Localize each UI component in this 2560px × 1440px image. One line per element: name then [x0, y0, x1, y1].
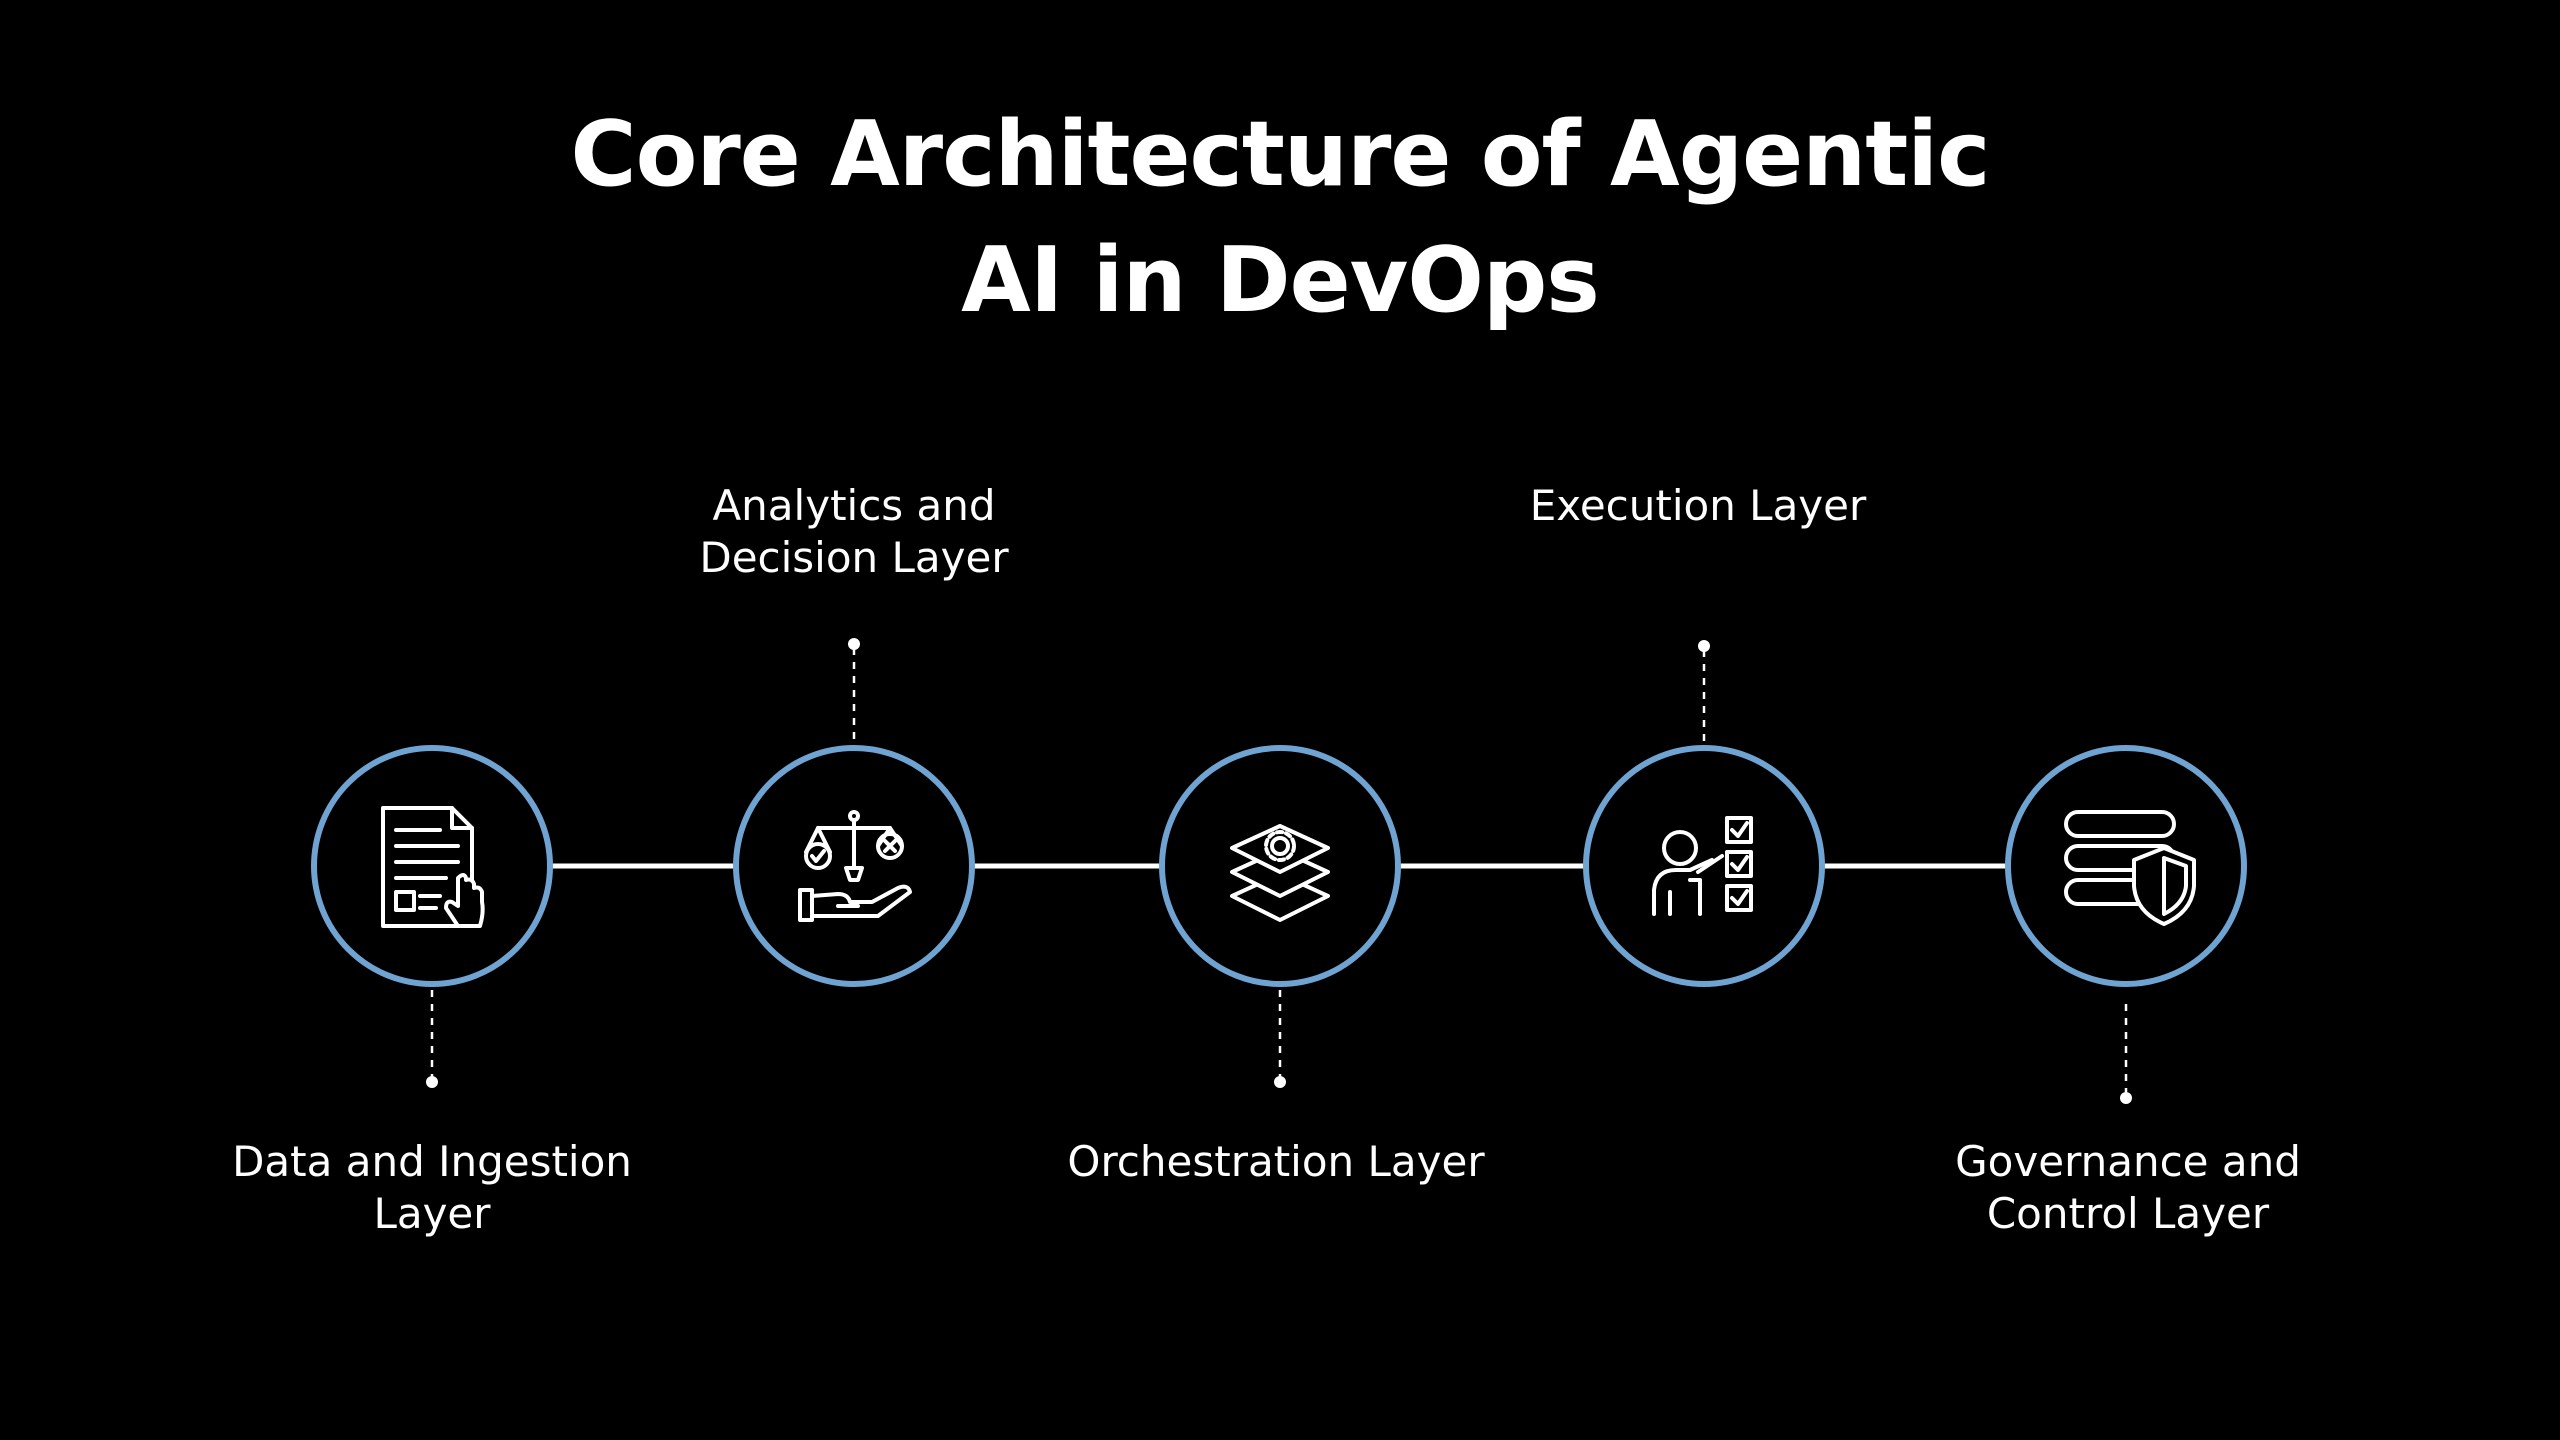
label-analytics-decision: Analytics and Decision Layer [594, 480, 1114, 584]
label-analytics-decision-line-1: Analytics and [712, 481, 996, 530]
node-data-ingestion [311, 745, 553, 987]
label-data-ingestion-line-1: Data and Ingestion [232, 1137, 632, 1186]
node-governance-control [2005, 745, 2247, 987]
title-line-2: AI in DevOps [961, 228, 1600, 333]
leader-lines [426, 638, 2132, 1104]
label-execution-line-1: Execution Layer [1529, 481, 1867, 530]
label-orchestration-line-1: Orchestration Layer [1067, 1137, 1485, 1186]
label-data-ingestion: Data and Ingestion Layer [172, 1136, 692, 1240]
title-line-1: Core Architecture of Agentic [570, 102, 1991, 207]
label-governance-control-line-1: Governance and [1955, 1137, 2301, 1186]
layers-gear-icon [1230, 824, 1330, 922]
leader-dot-governance-control [2120, 1092, 2132, 1104]
label-orchestration: Orchestration Layer [1016, 1136, 1536, 1188]
label-analytics-decision-line-2: Decision Layer [699, 533, 1009, 582]
label-governance-control: Governance and Control Layer [1868, 1136, 2388, 1240]
leader-dot-orchestration [1274, 1076, 1286, 1088]
leader-dot-analytics-decision [848, 638, 860, 650]
label-governance-control-line-2: Control Layer [1986, 1189, 2270, 1238]
document-pointer-icon [381, 806, 485, 928]
database-shield-icon [2064, 810, 2196, 926]
page-title: Core Architecture of Agentic AI in DevOp… [0, 92, 2560, 344]
leader-dot-execution [1698, 640, 1710, 652]
scale-hand-icon [798, 810, 912, 922]
label-execution: Execution Layer [1438, 480, 1958, 532]
label-data-ingestion-line-2: Layer [373, 1189, 491, 1238]
person-checklist-icon [1652, 816, 1753, 916]
leader-dot-data-ingestion [426, 1076, 438, 1088]
